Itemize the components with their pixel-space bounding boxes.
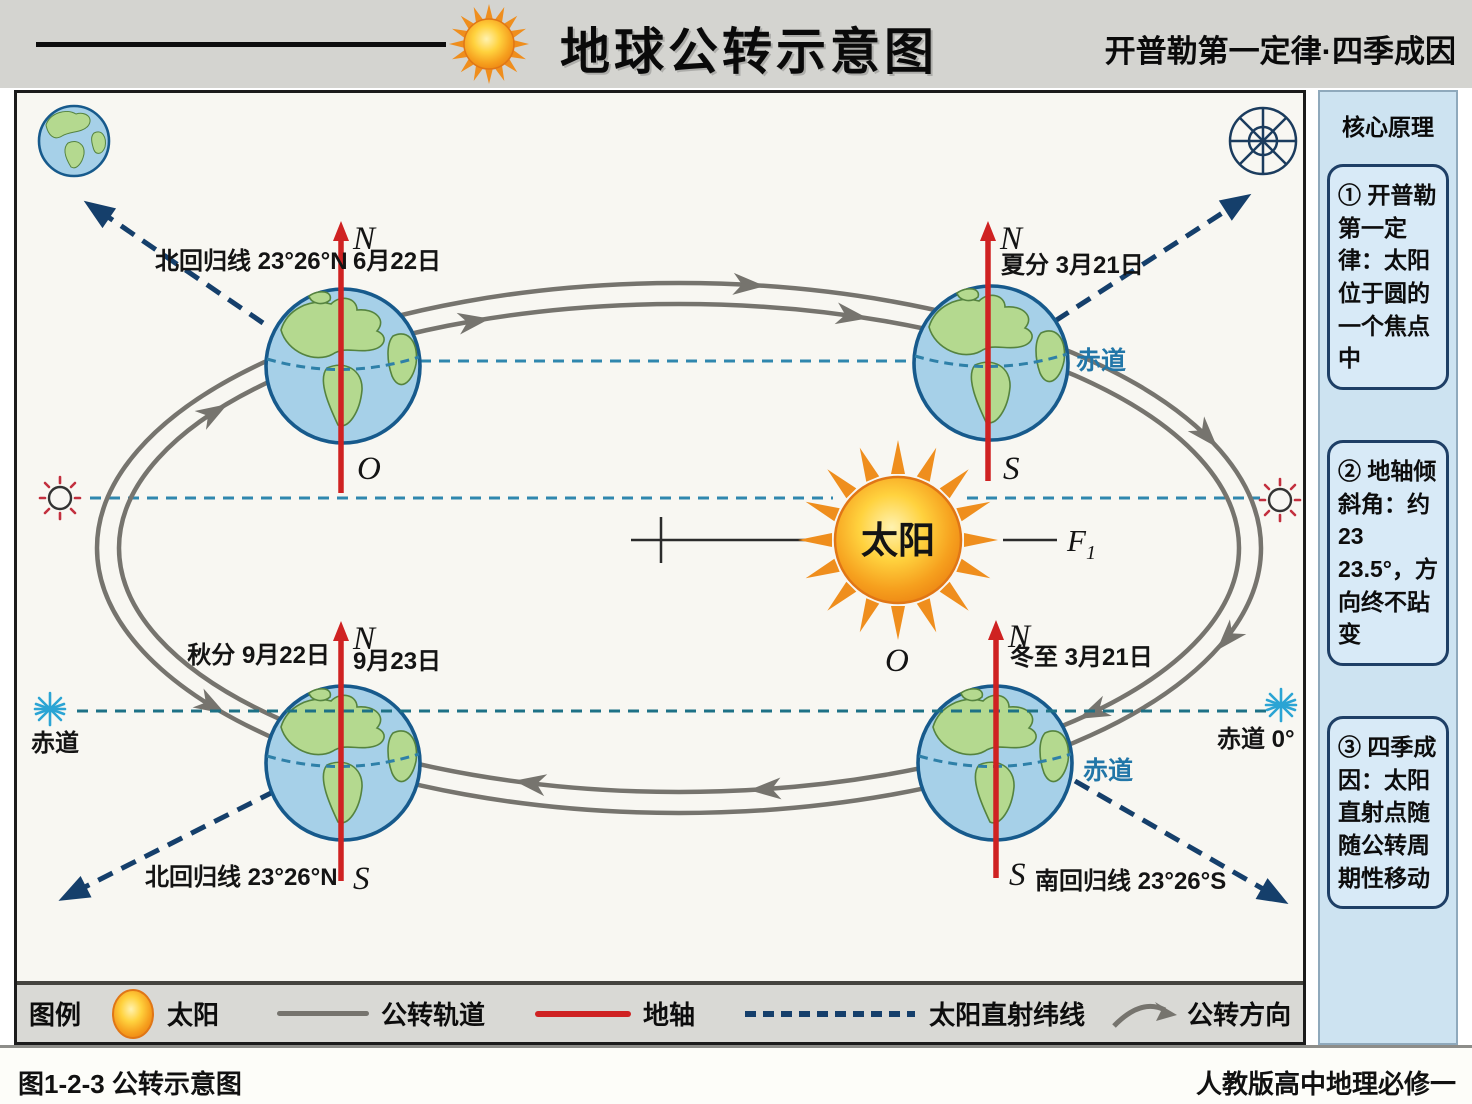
focus-marker (631, 517, 1057, 563)
equator-dashed-lines (90, 359, 1260, 500)
sun-icon (449, 4, 529, 84)
legend-title: 图例 (29, 1000, 82, 1030)
legend-direction-label: 公转方向 (1187, 1000, 1292, 1030)
header: 地球公转示意图 开普勒第一定律·四季成因 (0, 0, 1472, 88)
earth-axes (338, 240, 999, 881)
label-season-top-right: 夏分 3月21日 (1001, 252, 1144, 279)
figure-caption: 图1-2-3 公转示意图 (18, 1069, 242, 1099)
label-equator-top-right: 赤道 (1076, 346, 1126, 375)
label-n-bottom-right: N (1007, 619, 1032, 655)
earth-top-right (912, 284, 1070, 442)
sun: 太阳 (798, 440, 998, 640)
legend-orbit-label: 公转轨道 (381, 1000, 486, 1030)
ray-top-right (1053, 198, 1243, 324)
header-divider-line (36, 42, 446, 47)
legend-ray-label: 太阳直射纬线 (929, 1000, 1086, 1030)
label-tropic-bottom-right: 南回归线 23°26°S (1035, 868, 1226, 895)
textbook-source: 人教版高中地理必修一 (1195, 1069, 1456, 1099)
wireframe-globe-icon (1228, 106, 1298, 176)
sun-rays (798, 440, 998, 640)
label-s-bottom-left: S (353, 861, 370, 897)
sidebar-core-principles: 核心原理 ① 开普勒第一定律：太阳位于圆的一个焦点中 ② 地轴倾斜角：约23 2… (1318, 90, 1458, 1045)
principle-box-1: ① 开普勒第一定律：太阳位于圆的一个焦点中 (1327, 164, 1449, 390)
label-equator-bottom-right: 赤道 (1083, 756, 1133, 785)
label-s-bottom-right: S (1009, 857, 1026, 893)
ray-bottom-left (67, 788, 277, 898)
orbit-outer (94, 280, 1264, 816)
label-equator-left-edge: 赤道 (31, 729, 79, 757)
legend-axis-swatch (535, 1010, 632, 1017)
sun-label: 太阳 (861, 520, 935, 561)
legend-bar: 图例 太阳 公转轨道 地轴 太阳直射纬线 公转方向 (17, 981, 1303, 1042)
legend-axis-label: 地轴 (643, 1000, 696, 1030)
label-season-bottom-left: 秋分 9月22日 (187, 642, 330, 669)
direct-ray-arrowheads (52, 183, 1295, 915)
mini-sun-left-icon (38, 475, 82, 521)
diagram-panel: 太阳 O F1 N O 北回归线 2 (14, 90, 1306, 1045)
label-n-top-right: N (999, 221, 1024, 257)
focus-label: F1 (1066, 523, 1096, 564)
snowflake-left-icon (33, 691, 67, 727)
mini-earth-icon (37, 104, 111, 178)
label-equator-right-edge: 赤道 0° (1217, 725, 1295, 753)
label-date-top-left: 6月22日 (353, 248, 441, 275)
ray-bottom-right (1073, 778, 1279, 900)
label-s-top-right: S (1003, 451, 1020, 487)
label-tropic-top-left: 北回归线 23°26°N (155, 248, 348, 275)
sun-point-label: O (885, 643, 909, 679)
label-n-top-left: N (352, 221, 377, 257)
legend-sun-swatch (112, 988, 155, 1039)
legend-sun-label: 太阳 (167, 1000, 220, 1030)
orbit-inner (116, 301, 1242, 795)
principle-box-2: ② 地轴倾斜角：约23 23.5°，方向终不跕变 (1327, 439, 1449, 666)
label-n-bottom-left: N (352, 621, 377, 657)
direct-ray-arrows (67, 198, 1279, 900)
revolution-diagram: 太阳 O F1 N O 北回归线 2 (31, 104, 1302, 915)
orbit (94, 280, 1264, 816)
snowflake-right-icon (1264, 687, 1298, 723)
mini-sun-right-icon (1258, 477, 1302, 523)
legend-direction-arrow-icon (1112, 1001, 1178, 1028)
legend-ray-swatch (745, 1010, 916, 1017)
sidebar-title: 核心原理 (1342, 114, 1434, 140)
footer: 图1-2-3 公转示意图 人教版高中地理必修一 (0, 1045, 1472, 1104)
label-tropic-bottom-left: 北回归线 23°26°N (145, 864, 338, 891)
legend-orbit-swatch (277, 1011, 370, 1016)
label-season-bottom-right: 冬至 3月21日 (1010, 643, 1153, 671)
page-title: 地球公转示意图 (560, 24, 938, 80)
principle-box-3: ③ 四季成因：太阳直射点随随公转周期性移动 (1327, 715, 1449, 910)
label-o-top-left: O (357, 451, 381, 487)
ray-top-left (93, 205, 265, 326)
page-subtitle: 开普勒第一定律·四季成因 (1104, 34, 1456, 69)
label-date-bottom-left: 9月23日 (353, 648, 441, 675)
